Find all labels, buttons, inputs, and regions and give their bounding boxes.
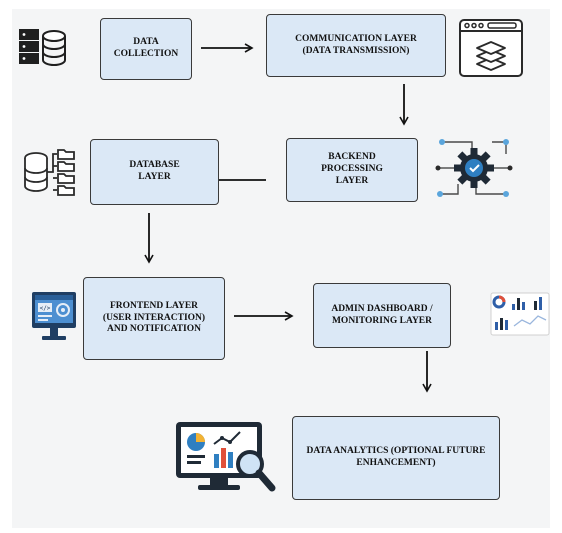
web-layers-icon [459, 19, 523, 77]
node-admin-dashboard: ADMIN DASHBOARD / MONITORING LAYER [313, 283, 451, 348]
server-database-icon [19, 29, 66, 66]
node-communication-layer: COMMUNICATION LAYER (DATA TRANSMISSION) [266, 14, 446, 77]
node-database-layer: DATABASE LAYER [90, 139, 219, 205]
dashboard-charts-icon [490, 292, 550, 336]
node-frontend-layer: FRONTEND LAYER (USER INTERACTION) AND NO… [83, 277, 225, 360]
svg-text:</>: </> [40, 305, 51, 312]
node-backend-processing-layer: BACKEND PROCESSING LAYER [286, 138, 418, 202]
analytics-monitor-icon [176, 422, 276, 492]
database-tree-icon [24, 149, 75, 196]
node-data-collection: DATA COLLECTION [100, 18, 192, 80]
gear-network-icon [435, 139, 513, 197]
node-data-analytics: DATA ANALYTICS (OPTIONAL FUTURE ENHANCEM… [292, 416, 500, 500]
code-monitor-icon: </> [32, 292, 76, 340]
